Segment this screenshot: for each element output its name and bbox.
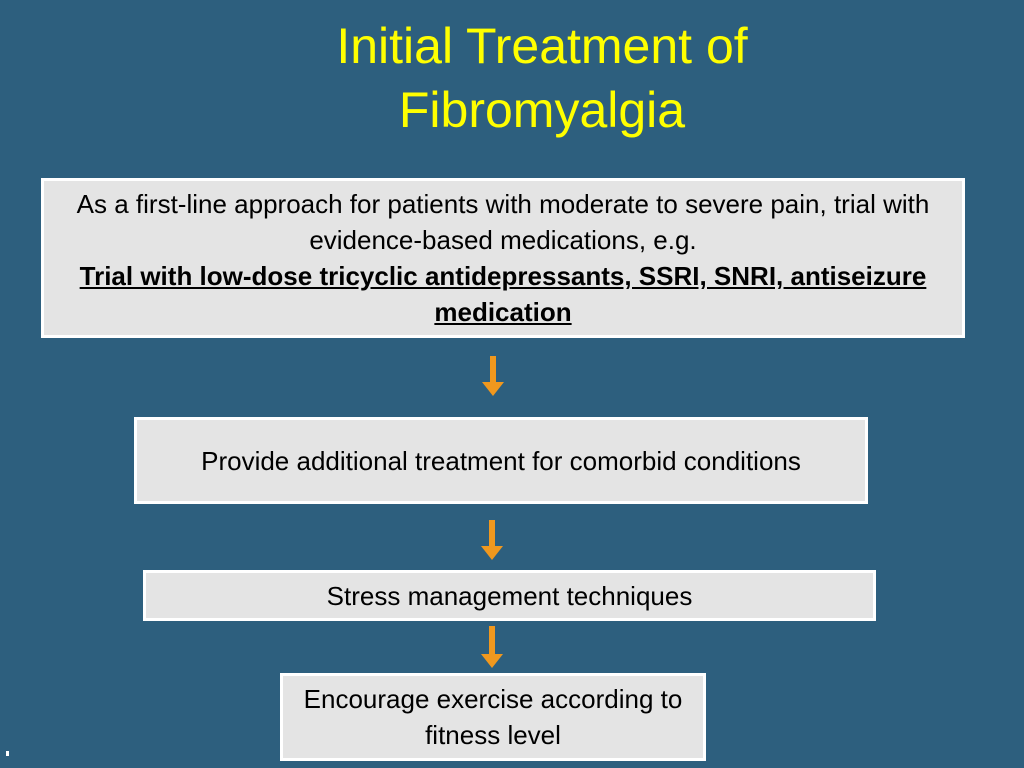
arrow-down-icon — [482, 356, 504, 396]
step-3-text: Stress management techniques — [326, 580, 693, 611]
step-4-text: Encourage exercise according to fitness … — [303, 684, 683, 750]
step-1-highlight: Trial with low-dose tricyclic antidepres… — [79, 261, 927, 327]
step-1-text: As a first-line approach for patients wi… — [76, 189, 930, 255]
arrow-down-icon — [481, 626, 503, 668]
title-line-2: Fibromyalgia — [398, 82, 686, 138]
step-2-text: Provide additional treatment for comorbi… — [201, 445, 801, 476]
step-first-line-medications: As a first-line approach for patients wi… — [41, 178, 965, 338]
title-line-1: Initial Treatment of — [336, 18, 748, 74]
step-comorbid-conditions: Provide additional treatment for comorbi… — [134, 417, 868, 504]
stray-mark — [6, 751, 9, 756]
page-title: Initial Treatment of Fibromyalgia — [180, 14, 904, 142]
arrow-down-icon — [481, 520, 503, 560]
step-encourage-exercise: Encourage exercise according to fitness … — [280, 673, 706, 761]
step-stress-management: Stress management techniques — [143, 570, 876, 621]
